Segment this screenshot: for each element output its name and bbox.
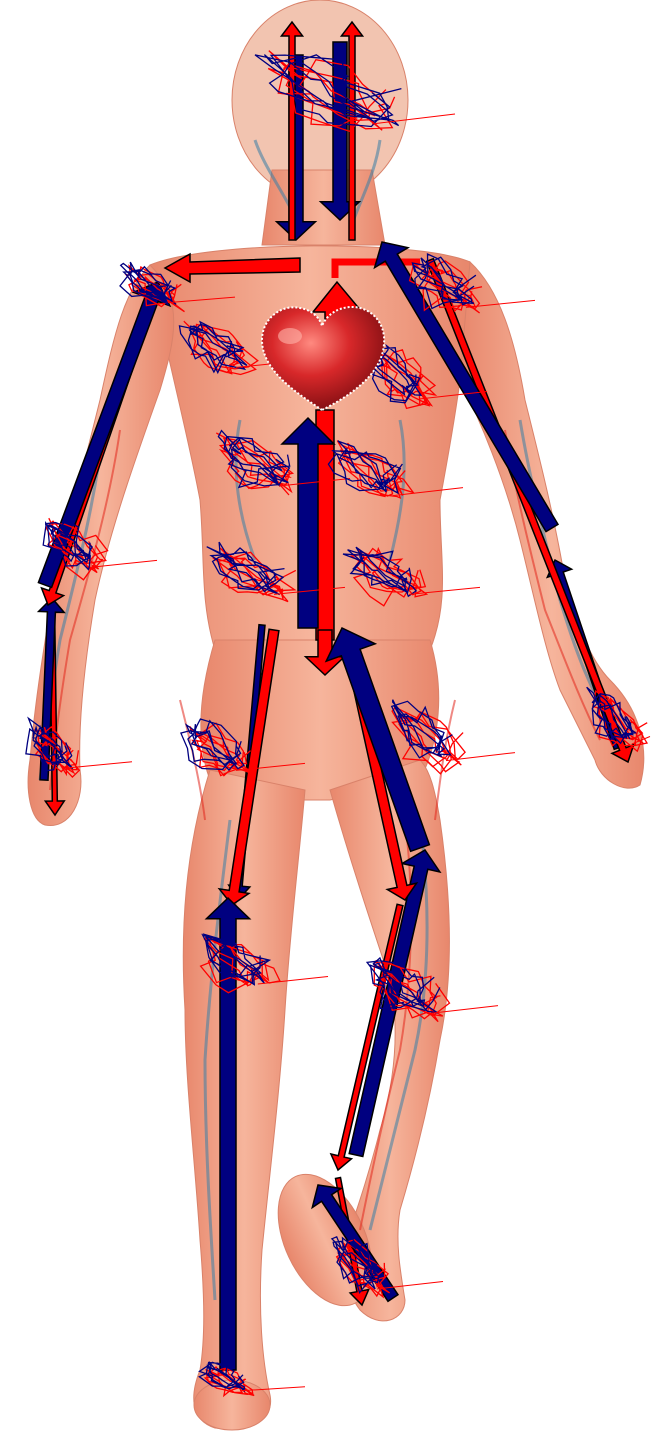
left-arm-artery-arrow bbox=[427, 259, 634, 762]
neck bbox=[262, 170, 385, 245]
